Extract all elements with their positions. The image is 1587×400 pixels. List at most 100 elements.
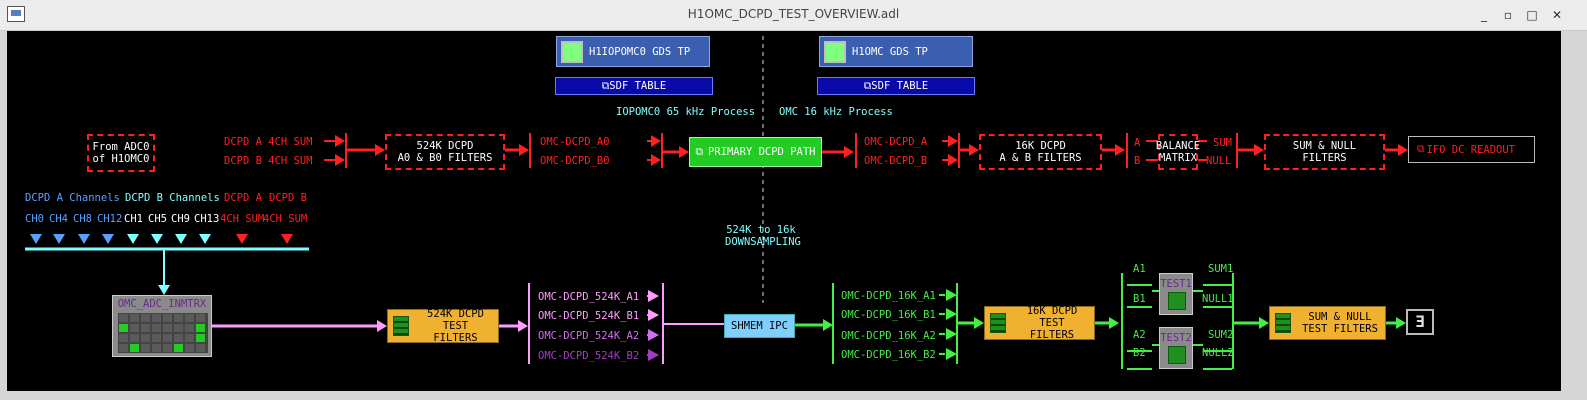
gds-tp-iopomc0-button[interactable]: H1IOPOMC0 GDS TP [556, 36, 710, 67]
matrix-cell [152, 324, 161, 332]
test2-matrix-button[interactable]: TEST2 [1159, 327, 1193, 369]
sdf-table-right-button[interactable]: ⧉SDF TABLE [817, 77, 975, 95]
dcpd-a-channels-header: DCPD A Channels [25, 192, 120, 204]
matrix-cell [174, 324, 183, 332]
matrix-grid [118, 313, 208, 353]
arrow-head [648, 309, 659, 321]
window-title: H1OMC_DCPD_TEST_OVERVIEW.adl [687, 7, 900, 21]
primary-dcpd-path-button[interactable]: ⧉ PRIMARY DCPD PATH [689, 137, 822, 167]
arrow-head [1396, 317, 1406, 329]
close-icon[interactable]: ✕ [1551, 8, 1563, 22]
matrix-icon [1168, 346, 1186, 364]
sdf-table-icon: ⧉ [601, 80, 610, 92]
matrix-cell [130, 324, 139, 332]
from-adc-box: From ADC0 of H1OMC0 [87, 134, 155, 172]
ch4-label: CH4 [49, 213, 68, 225]
channel-marker [127, 234, 139, 244]
matrix-cell [185, 324, 194, 332]
matrix-cell [141, 344, 150, 352]
gds-label: H1OMC GDS TP [852, 45, 928, 58]
ifo-dc-readout-button[interactable]: ⧉ IFO DC READOUT [1408, 136, 1535, 163]
arrow-head [1109, 317, 1119, 329]
matrix-cell [185, 334, 194, 342]
omc-dcpd-b-label: OMC-DCPD_B [864, 155, 928, 167]
matrix-cell [185, 314, 194, 322]
medm-screen: H1IOPOMC0 GDS TP H1OMC GDS TP ⧉SDF TABLE… [7, 31, 1561, 391]
arrow-head [823, 319, 833, 331]
matrix-cell [196, 314, 205, 322]
gds-tp-omc-button[interactable]: H1OMC GDS TP [819, 36, 973, 67]
arrow-head [519, 144, 529, 156]
null2-label: NULL2 [1202, 347, 1234, 359]
channel-marker [30, 234, 42, 244]
arrow-head [969, 144, 979, 156]
balance-in-a-label: A [1134, 137, 1141, 149]
test1-matrix-button[interactable]: TEST1 [1159, 273, 1193, 315]
ch-b-4ch-sum-label: 4CH SUM [263, 213, 308, 225]
channel-marker [199, 234, 211, 244]
gds-label: H1IOPOMC0 GDS TP [589, 45, 691, 58]
matrix-cell [174, 314, 183, 322]
filters-524k-button[interactable]: 524K DCPD A0 & B0 FILTERS [385, 134, 505, 170]
matrix-cell [152, 334, 161, 342]
title-bar[interactable]: H1OMC_DCPD_TEST_OVERVIEW.adl _ ▫ □ ✕ [0, 0, 1587, 31]
arrow-head [1115, 144, 1125, 156]
status-indicator [561, 40, 583, 63]
app-icon [7, 6, 25, 22]
arrow-head [948, 135, 958, 147]
matrix-cell [196, 334, 205, 342]
matrix-cell [152, 344, 161, 352]
balance-matrix-button[interactable]: BALANCE MATRIX [1156, 134, 1200, 170]
matrix-cell [163, 314, 172, 322]
sdf-table-left-button[interactable]: ⧉SDF TABLE [555, 77, 713, 95]
ch0-label: CH0 [25, 213, 44, 225]
arrow-head [335, 154, 345, 166]
ch9-label: CH9 [171, 213, 190, 225]
shmem-ipc-block: SHMEM IPC [724, 314, 795, 338]
arrow-head [651, 154, 661, 166]
channel-marker [236, 234, 248, 244]
sum-null-filters-button[interactable]: SUM & NULL FILTERS [1264, 134, 1385, 170]
matrix-cell [152, 314, 161, 322]
channel-marker [151, 234, 163, 244]
sum1-label: SUM1 [1208, 263, 1234, 275]
arrow-head [974, 317, 984, 329]
arrow-head [651, 135, 661, 147]
t524-a2-label: OMC-DCPD_524K_A2 [538, 330, 640, 342]
t524-b2-label: OMC-DCPD_524K_B2 [538, 350, 640, 362]
related-display-icon: ⧉ [695, 145, 704, 158]
balance-in-b-label: B [1134, 155, 1141, 167]
b1-label: B1 [1133, 293, 1146, 305]
b2-label: B2 [1133, 347, 1146, 359]
filter-icon [990, 313, 1006, 333]
a2-label: A2 [1133, 329, 1146, 341]
matrix-cell [119, 324, 128, 332]
t524-a1-label: OMC-DCPD_524K_A1 [538, 291, 640, 303]
maximize-icon[interactable]: □ [1526, 8, 1538, 22]
arrow-head [946, 308, 957, 320]
matrix-cell [141, 324, 150, 332]
arrow-head [648, 329, 659, 341]
matrix-cell [119, 334, 128, 342]
omc-dcpd-a0-label: OMC-DCPD_A0 [540, 136, 610, 148]
matrix-cell [141, 334, 150, 342]
adc-input-matrix-button[interactable]: OMC_ADC_INMTRX [112, 295, 212, 357]
process-label-left: IOPOMC0 65 kHz Process [616, 106, 756, 118]
balance-out-null-label: NULL [1206, 155, 1232, 167]
matrix-cell [141, 314, 150, 322]
status-indicator [824, 40, 846, 63]
null1-label: NULL1 [1202, 293, 1234, 305]
minimize-icon[interactable]: _ [1481, 8, 1487, 22]
arrow-head [948, 154, 958, 166]
t16k-a1-label: OMC-DCPD_16K_A1 [841, 290, 936, 302]
restore-icon[interactable]: ▫ [1503, 8, 1513, 22]
arrow-head [158, 285, 170, 295]
filters-16k-button[interactable]: 16K DCPD A & B FILTERS [979, 134, 1102, 170]
exit-icon[interactable]: Ǝ [1406, 309, 1434, 335]
arrow-head [648, 349, 659, 361]
matrix-cell [174, 344, 183, 352]
